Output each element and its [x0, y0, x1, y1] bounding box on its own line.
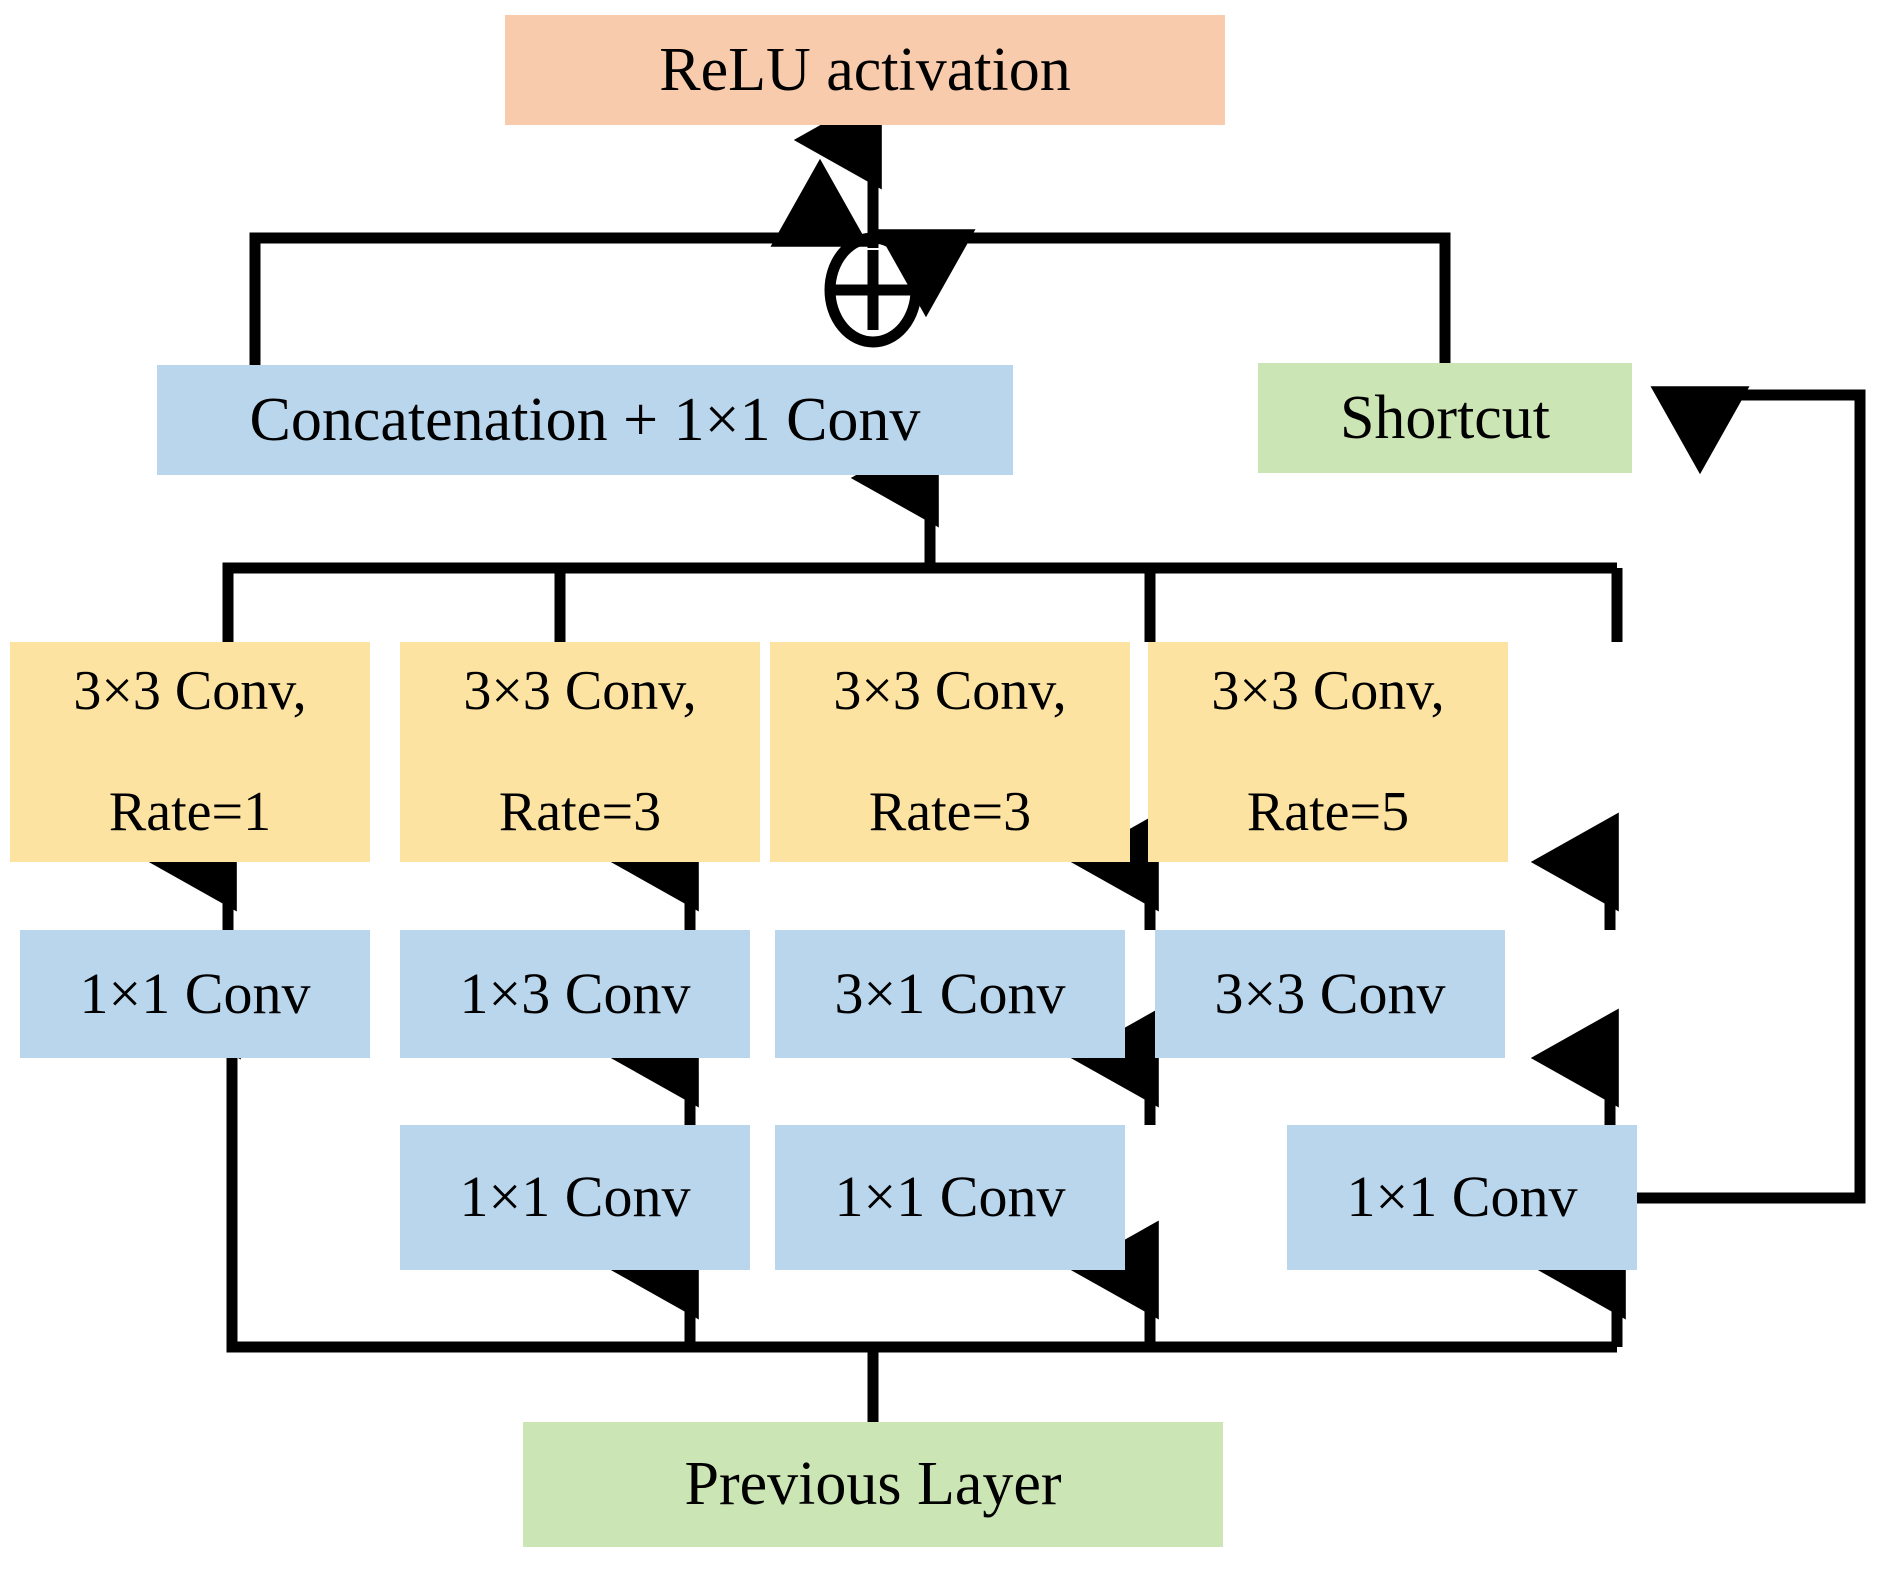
bottom-conv-label-2: 1×1 Conv [834, 1164, 1066, 1230]
wire-mid-to-dilated [148, 812, 1619, 930]
dilated-conv-box-4[interactable]: 3×3 Conv, Rate=5 [1148, 642, 1508, 862]
mid-conv-box-1[interactable]: 1×1 Conv [20, 930, 370, 1058]
dilated-conv-line1-3: 3×3 Conv, [833, 660, 1067, 723]
relu-activation-box[interactable]: ReLU activation [505, 15, 1225, 125]
bottom-conv-label-1: 1×1 Conv [459, 1164, 691, 1230]
addition-symbol [824, 232, 922, 348]
shortcut-label: Shortcut [1339, 383, 1551, 452]
bottom-conv-box-2[interactable]: 1×1 Conv [775, 1125, 1125, 1270]
dilated-conv-line1-1: 3×3 Conv, [73, 660, 307, 723]
wire-bottom-to-mid [610, 1008, 1619, 1125]
mid-conv-label-1: 1×1 Conv [79, 960, 311, 1026]
previous-layer-label: Previous Layer [684, 1450, 1062, 1519]
wire-residual-to-shortcut [1637, 386, 1866, 1204]
mid-conv-box-3[interactable]: 3×1 Conv [775, 930, 1125, 1058]
wire-concat-to-sum [249, 158, 870, 365]
dilated-conv-line2-3: Rate=3 [868, 781, 1032, 844]
wire-dilated-bus-to-concat [222, 428, 1623, 642]
dilated-conv-box-2[interactable]: 3×3 Conv, Rate=3 [400, 642, 760, 862]
mid-conv-box-4[interactable]: 3×3 Conv [1155, 930, 1505, 1058]
shortcut-box[interactable]: Shortcut [1258, 363, 1632, 473]
mid-conv-label-3: 3×1 Conv [834, 960, 1066, 1026]
dilated-conv-line1-4: 3×3 Conv, [1211, 660, 1445, 723]
previous-layer-box[interactable]: Previous Layer [523, 1422, 1223, 1547]
mid-conv-label-2: 1×3 Conv [459, 960, 691, 1026]
bottom-conv-box-1[interactable]: 1×1 Conv [400, 1125, 750, 1270]
concatenation-conv-label: Concatenation + 1×1 Conv [249, 385, 921, 454]
dilated-conv-line2-1: Rate=1 [108, 781, 272, 844]
dilated-conv-line1-2: 3×3 Conv, [463, 660, 697, 723]
relu-activation-label: ReLU activation [659, 35, 1071, 104]
bottom-conv-box-3[interactable]: 1×1 Conv [1287, 1125, 1637, 1270]
dilated-conv-box-1[interactable]: 3×3 Conv, Rate=1 [10, 642, 370, 862]
dilated-conv-box-3[interactable]: 3×3 Conv, Rate=3 [770, 642, 1130, 862]
dilated-conv-line2-4: Rate=5 [1246, 781, 1410, 844]
wire-shortcut-to-sum [876, 229, 1451, 363]
dilated-conv-line2-2: Rate=3 [498, 781, 662, 844]
concatenation-conv-box[interactable]: Concatenation + 1×1 Conv [157, 365, 1013, 475]
mid-conv-label-4: 3×3 Conv [1214, 960, 1446, 1026]
mid-conv-box-2[interactable]: 1×3 Conv [400, 930, 750, 1058]
bottom-conv-label-3: 1×1 Conv [1346, 1164, 1578, 1230]
